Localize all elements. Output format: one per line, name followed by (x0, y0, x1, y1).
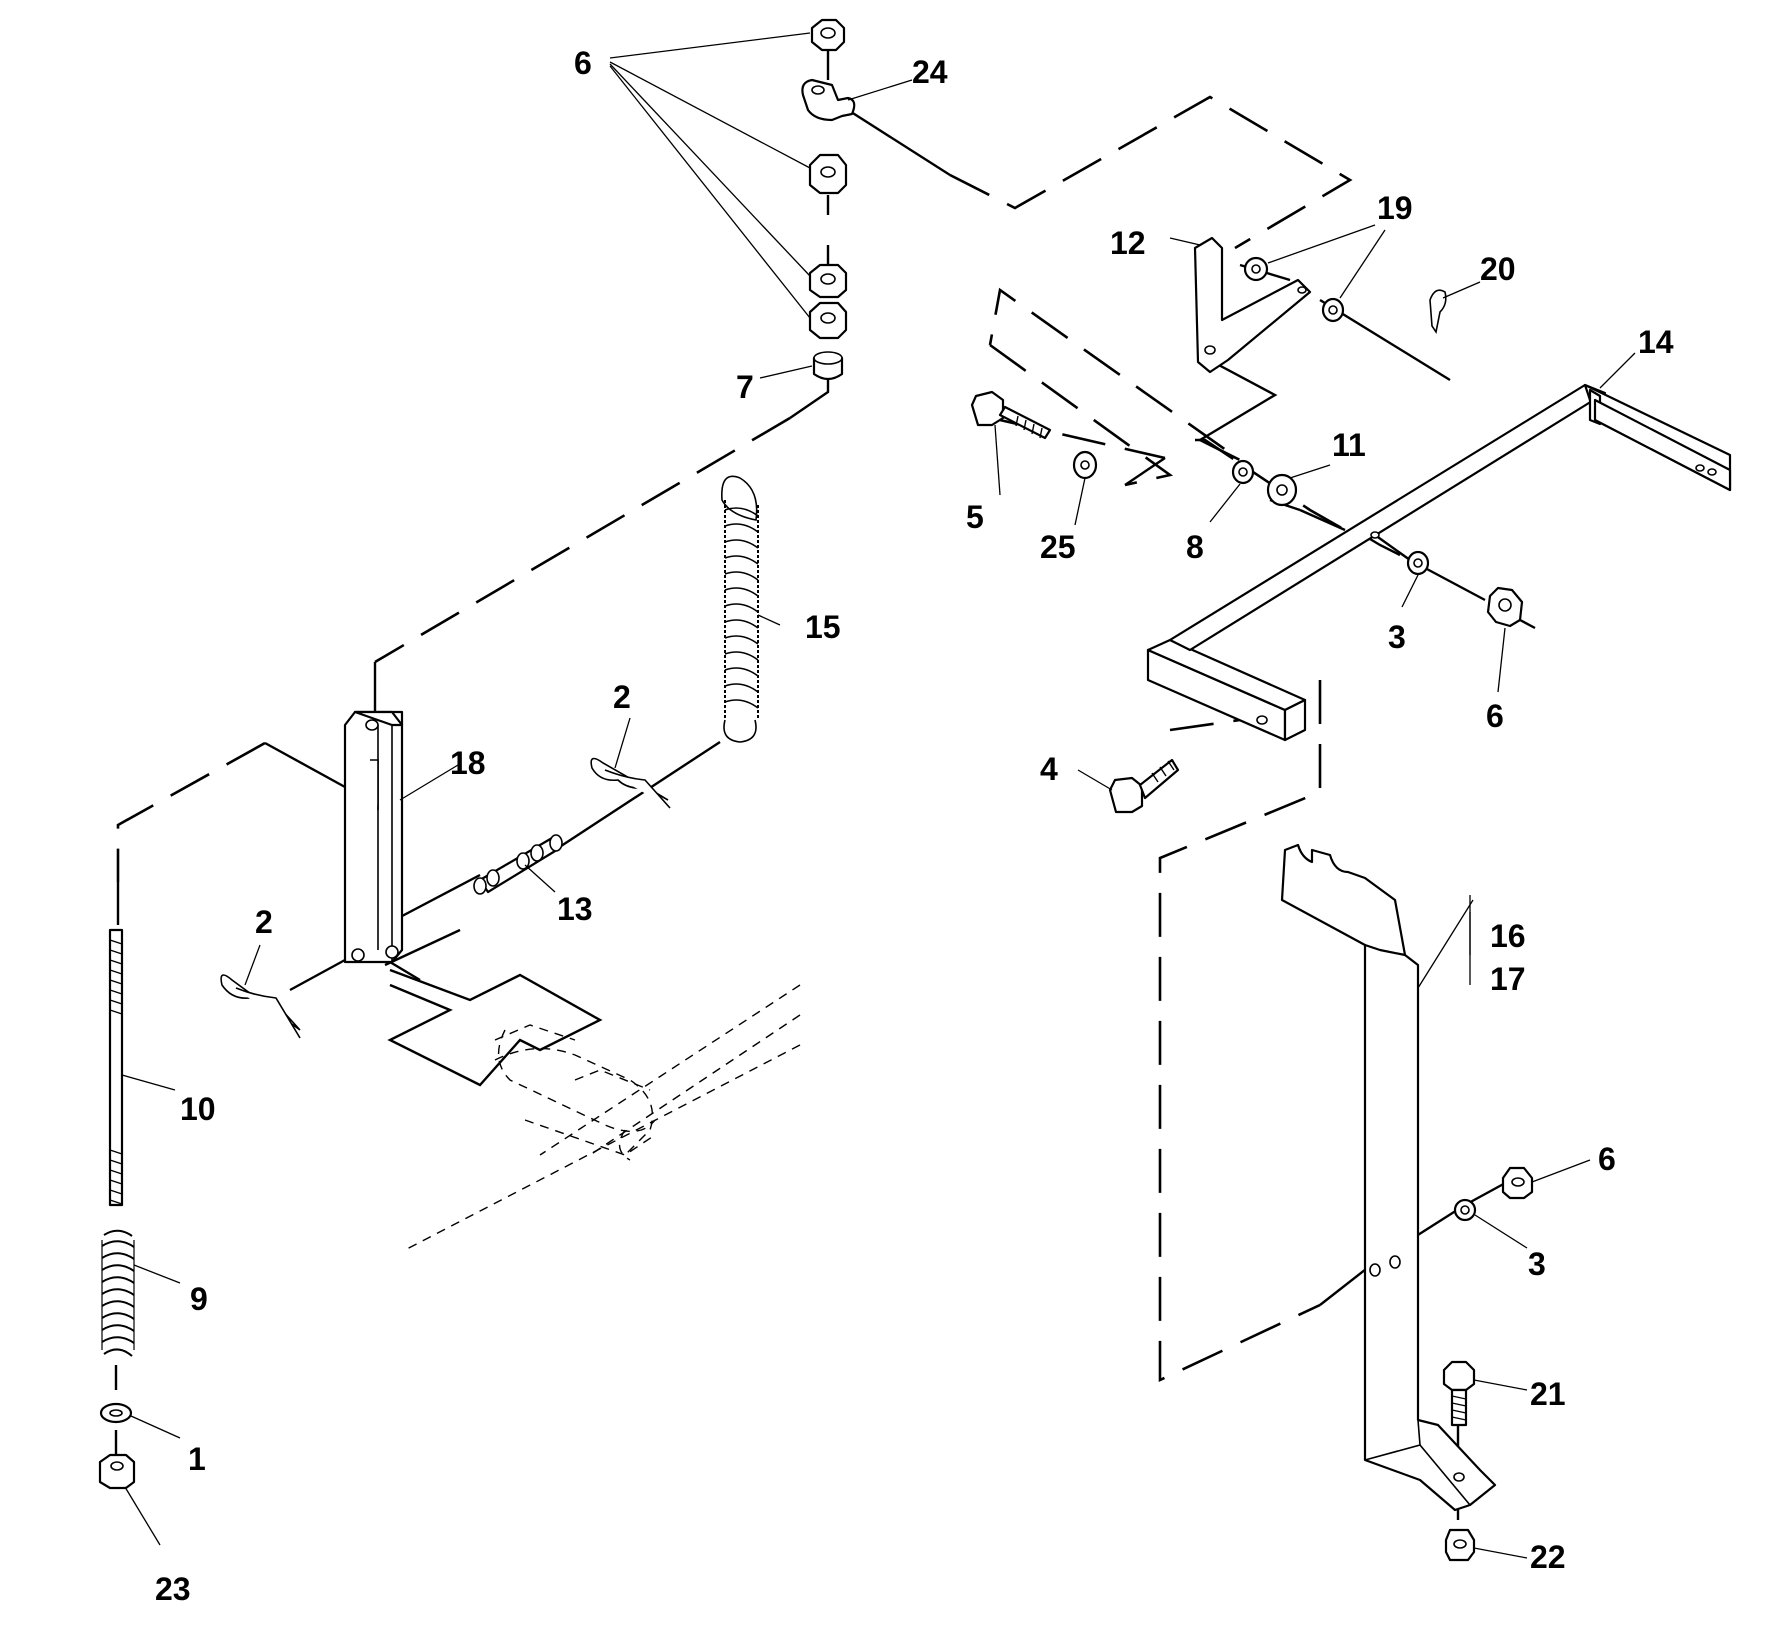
callout-25: 25 (1040, 529, 1076, 565)
bracket-12 (1193, 236, 1312, 374)
callout-13: 13 (557, 891, 593, 927)
callout-14: 14 (1638, 324, 1674, 360)
callout-16: 16 (1490, 918, 1526, 954)
hex-nut-6-right (1486, 586, 1524, 628)
extension-spring-15 (721, 475, 759, 743)
washer-1 (99, 1402, 133, 1424)
callout-19: 19 (1377, 190, 1413, 226)
flange-nut-22 (1444, 1528, 1476, 1562)
hex-nut-6-stack-3 (808, 301, 848, 340)
hex-nut-23 (98, 1453, 136, 1490)
bracket-14 (1146, 383, 1732, 742)
hair-pin-2-left (220, 974, 301, 1039)
hex-nut-6-stack-1 (808, 153, 848, 195)
spacer-7 (812, 351, 844, 381)
callout-17: 17 (1490, 961, 1526, 997)
callout-18: 18 (450, 745, 486, 781)
callout-7: 7 (736, 369, 754, 405)
bolt-5 (970, 390, 1052, 440)
hex-nut-6-lower (1501, 1166, 1534, 1200)
assembly-lines (114, 45, 1536, 1520)
callout-2-left: 2 (255, 904, 273, 940)
callout-8: 8 (1186, 529, 1204, 565)
callout-22: 22 (1530, 1539, 1566, 1575)
hex-nut-6-stack-2 (808, 263, 848, 299)
washer-8 (1231, 459, 1255, 485)
callout-6-right: 6 (1486, 698, 1504, 734)
hair-pin-2-right (590, 757, 671, 809)
callout-3-upper: 3 (1388, 619, 1406, 655)
swivel-24 (801, 78, 856, 122)
phantom-frame-outline (404, 984, 801, 1251)
callout-1: 1 (188, 1441, 206, 1477)
washer-3-lower (1453, 1198, 1477, 1222)
callout-10: 10 (180, 1091, 216, 1127)
hex-nut-6-top (810, 18, 846, 52)
callout-6-top: 6 (574, 45, 592, 81)
clip-20 (1429, 289, 1447, 335)
bracket-16-17 (1280, 843, 1497, 1512)
callout-24: 24 (912, 54, 948, 90)
compression-spring-9 (101, 1229, 135, 1357)
washer-3-upper (1406, 550, 1430, 576)
lever-18 (343, 710, 404, 964)
callout-4: 4 (1040, 751, 1058, 787)
bolt-4 (1108, 758, 1180, 814)
callout-11: 11 (1332, 427, 1366, 463)
washer-19-b (1321, 297, 1345, 323)
bolt-21 (1442, 1360, 1476, 1427)
callout-20: 20 (1480, 251, 1516, 287)
callout-9: 9 (190, 1281, 208, 1317)
callout-15: 15 (805, 609, 841, 645)
washer-25 (1072, 450, 1098, 480)
callout-5: 5 (966, 499, 984, 535)
callout-2-right: 2 (613, 679, 631, 715)
clevis-pin-13 (473, 834, 563, 895)
callout-6-lower: 6 (1598, 1141, 1616, 1177)
washer-19-a (1243, 256, 1269, 282)
callout-3-lower: 3 (1528, 1246, 1546, 1282)
callout-12: 12 (1110, 225, 1146, 261)
callout-23: 23 (155, 1571, 191, 1607)
leader-lines (121, 32, 1636, 1559)
threaded-rod-10 (108, 928, 124, 1207)
bushing-11 (1266, 473, 1298, 507)
callout-labels: 6 24 7 12 19 20 14 5 25 8 11 3 6 4 18 15… (155, 45, 1674, 1607)
callout-21: 21 (1530, 1376, 1566, 1412)
